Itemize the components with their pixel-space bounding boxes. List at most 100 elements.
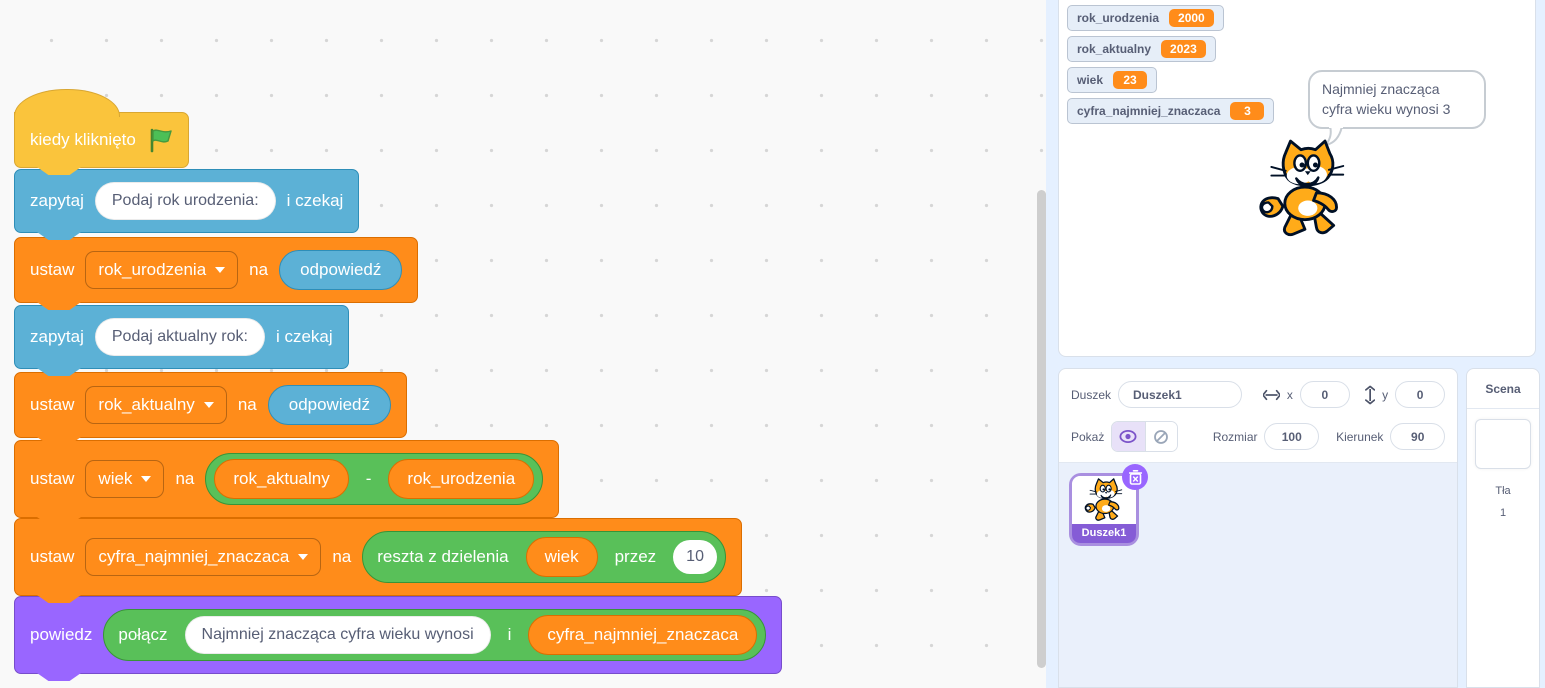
block-set-wiek[interactable]: ustaw wiek na rok_aktualny - rok_urodzen…: [14, 440, 560, 518]
variable-monitors: rok_urodzenia 2000 rok_aktualny 2023 wie…: [1067, 5, 1275, 124]
monitor-value: 2023: [1161, 40, 1206, 58]
stage-selector-title: Scena: [1485, 382, 1521, 396]
stage-canvas: rok_urodzenia 2000 rok_aktualny 2023 wie…: [1058, 0, 1536, 357]
dropdown-value: rok_urodzenia: [98, 260, 207, 279]
block-set-cyfra[interactable]: ustaw cyfra_najmniej_znaczaca na reszta …: [14, 518, 742, 596]
monitor-label: rok_urodzenia: [1077, 11, 1160, 25]
number-input[interactable]: 10: [673, 540, 717, 574]
question-input[interactable]: Podaj rok urodzenia:: [94, 182, 276, 220]
block-label: i czekaj: [286, 191, 344, 210]
subtract-operator[interactable]: rok_aktualny - rok_urodzenia: [205, 453, 544, 505]
eye-hidden-icon: [1154, 429, 1169, 444]
monitor-label: cyfra_najmniej_znaczaca: [1077, 104, 1221, 118]
chevron-down-icon: [298, 554, 309, 560]
stage-selector[interactable]: Scena Tła 1: [1466, 368, 1540, 688]
join-operator[interactable]: połącz Najmniej znacząca cyfra wieku wyn…: [103, 609, 767, 661]
speech-text: Najmniej znacząca cyfra wieku wynosi 3: [1322, 81, 1451, 117]
monitor-label: rok_aktualny: [1077, 42, 1152, 56]
variable-reporter[interactable]: rok_urodzenia: [388, 459, 535, 499]
variable-reporter[interactable]: wiek: [525, 537, 598, 577]
y-label: y: [1382, 387, 1389, 402]
sprite-list[interactable]: Duszek1: [1059, 463, 1457, 687]
block-label: i czekaj: [275, 327, 333, 346]
monitor-rok-urodzenia[interactable]: rok_urodzenia 2000: [1067, 5, 1224, 31]
block-label: na: [332, 547, 352, 566]
cat-thumbnail-icon: [1083, 478, 1125, 522]
backdrops-label: Tła: [1495, 485, 1511, 497]
speech-bubble: Najmniej znacząca cyfra wieku wynosi 3: [1308, 70, 1486, 147]
dropdown-value: rok_aktualny: [98, 395, 195, 414]
sprite-label: Duszek: [1071, 387, 1112, 402]
variable-dropdown[interactable]: cyfra_najmniej_znaczaca: [85, 538, 322, 576]
block-label: zapytaj: [30, 327, 84, 346]
cat-sprite[interactable]: [1257, 139, 1349, 239]
size-input[interactable]: 100: [1264, 423, 1320, 450]
monitor-rok-aktualny[interactable]: rok_aktualny 2023: [1067, 36, 1216, 62]
block-set-rok-aktualny[interactable]: ustaw rok_aktualny na odpowiedź: [14, 372, 408, 438]
x-label: x: [1286, 387, 1293, 402]
chevron-down-icon: [141, 476, 152, 482]
code-workspace[interactable]: kiedy kliknięto zapytaj Podaj rok urodze…: [0, 0, 1046, 688]
monitor-value: 3: [1230, 102, 1265, 120]
block-say[interactable]: powiedz połącz Najmniej znacząca cyfra w…: [14, 596, 783, 674]
block-label: ustaw: [30, 469, 75, 488]
operator-symbol: -: [365, 469, 372, 488]
sprite-name-input[interactable]: Duszek1: [1118, 381, 1242, 408]
operator-label: przez: [614, 547, 657, 566]
direction-input[interactable]: 90: [1390, 423, 1446, 450]
backdrop-thumbnail[interactable]: [1475, 419, 1531, 469]
size-label: Rozmiar: [1212, 429, 1258, 444]
divider: [1467, 408, 1539, 409]
green-flag-icon: [150, 128, 172, 153]
divider: [1059, 462, 1457, 463]
block-when-flag-clicked[interactable]: kiedy kliknięto: [14, 89, 189, 168]
hide-sprite-button[interactable]: [1144, 422, 1177, 451]
operator-label: połącz: [118, 625, 168, 644]
visibility-toggle: [1111, 421, 1178, 452]
sprite-info: Duszek Duszek1 x 0 y 0 Pokaż: [1059, 369, 1457, 462]
x-input[interactable]: 0: [1299, 381, 1350, 408]
operator-label: reszta z dzielenia: [377, 547, 509, 566]
variable-reporter[interactable]: cyfra_najmniej_znaczaca: [528, 615, 758, 655]
monitor-wiek[interactable]: wiek 23: [1067, 67, 1158, 93]
variable-dropdown[interactable]: rok_aktualny: [85, 386, 227, 424]
y-input[interactable]: 0: [1395, 381, 1445, 408]
block-label: na: [249, 260, 269, 279]
chevron-down-icon: [215, 267, 226, 273]
sprite-thumbnail-duszek1[interactable]: Duszek1: [1069, 464, 1148, 546]
dropdown-value: wiek: [98, 469, 133, 488]
sprite-pane: Duszek Duszek1 x 0 y 0 Pokaż: [1058, 368, 1458, 688]
block-label: ustaw: [30, 395, 75, 414]
question-input[interactable]: Podaj aktualny rok:: [94, 318, 265, 356]
join-text-input[interactable]: Najmniej znacząca cyfra wieku wynosi: [184, 616, 491, 654]
dropdown-value: cyfra_najmniej_znaczaca: [98, 547, 290, 566]
show-sprite-button[interactable]: [1112, 422, 1145, 451]
eye-visible-icon: [1119, 430, 1137, 443]
vertical-scrollbar[interactable]: [1037, 190, 1046, 668]
block-label: powiedz: [30, 625, 93, 644]
variable-reporter[interactable]: rok_aktualny: [214, 459, 349, 499]
monitor-value: 2000: [1169, 9, 1214, 27]
block-label: na: [237, 395, 257, 414]
delete-sprite-button[interactable]: [1122, 464, 1148, 490]
block-ask-birth-year[interactable]: zapytaj Podaj rok urodzenia: i czekaj: [14, 169, 360, 233]
variable-dropdown[interactable]: wiek: [85, 460, 165, 498]
chevron-down-icon: [203, 402, 214, 408]
monitor-cyfra[interactable]: cyfra_najmniej_znaczaca 3: [1067, 98, 1275, 124]
mod-operator[interactable]: reszta z dzielenia wiek przez 10: [362, 531, 726, 583]
block-label: ustaw: [30, 260, 75, 279]
show-label: Pokaż: [1071, 429, 1105, 444]
sprite-thumbnail-name: Duszek1: [1072, 524, 1136, 543]
y-position-icon: [1364, 385, 1376, 404]
x-position-icon: [1262, 389, 1280, 400]
monitor-label: wiek: [1077, 73, 1104, 87]
answer-reporter[interactable]: odpowiedź: [267, 385, 392, 425]
variable-dropdown[interactable]: rok_urodzenia: [85, 251, 239, 289]
operator-label: i: [507, 625, 512, 644]
monitor-value: 23: [1113, 71, 1148, 89]
block-ask-current-year[interactable]: zapytaj Podaj aktualny rok: i czekaj: [14, 305, 349, 369]
answer-reporter[interactable]: odpowiedź: [279, 250, 403, 290]
backdrops-count: 1: [1499, 507, 1507, 519]
block-set-rok-urodzenia[interactable]: ustaw rok_urodzenia na odpowiedź: [14, 237, 419, 303]
